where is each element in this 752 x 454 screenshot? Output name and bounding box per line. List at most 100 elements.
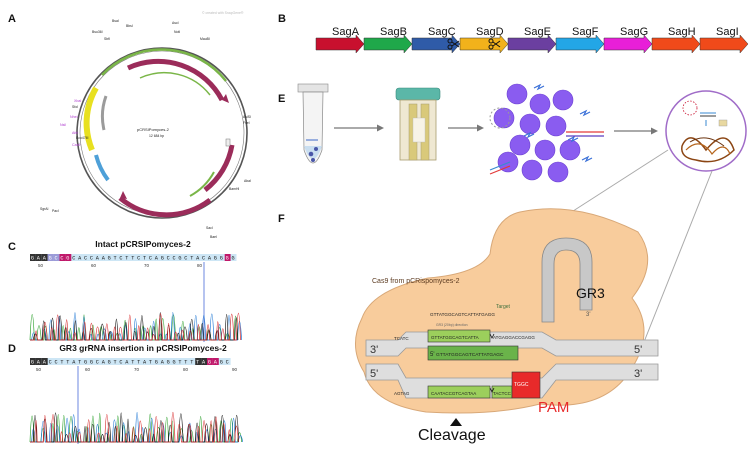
bottom-right-seq: TACTCC (493, 391, 512, 396)
tick-label: 60 (85, 367, 91, 372)
base-letter: C (149, 256, 152, 262)
base-highlight (207, 358, 213, 365)
base-letter: G (31, 360, 34, 366)
arrow-head-1 (377, 124, 384, 132)
base-letter: A (208, 256, 212, 262)
top-strand-block (427, 329, 491, 343)
plasmid-feature-label: Cas9 (72, 143, 80, 147)
base-letter: C (184, 256, 187, 262)
strand-bottom-right-label: 3' (634, 368, 642, 380)
cas9-label: Cas9 from pCRispomyces-2 (372, 278, 460, 285)
base-letter: A (102, 256, 106, 262)
trace-line (30, 412, 239, 443)
base-letter: A (96, 256, 100, 262)
panel-label-b: B (278, 13, 286, 25)
dna-strand-blue (489, 161, 511, 171)
base-letter: G (220, 256, 223, 262)
base-letter: T (60, 360, 63, 366)
base-letter: C (55, 256, 58, 262)
base-highlight (35, 254, 42, 261)
plasmid-feature-label: NotI (174, 30, 180, 34)
base-letter: C (173, 256, 176, 262)
plasmid-feature-label: PacI (52, 209, 59, 213)
pam-block (511, 371, 541, 399)
plasmid-feature-label: AscI (172, 21, 179, 25)
plasmid-feature-label: Eco47III (76, 136, 88, 140)
plasmid-feature-label: AsiSI (243, 115, 251, 119)
base-letter: C (90, 256, 93, 262)
gr3-label: GR3 (576, 285, 605, 301)
zoom-cell-icon (665, 90, 747, 172)
strand-bottom-left-label: 5' (370, 368, 378, 380)
base-letter: T (184, 360, 187, 366)
gene-label: SagH (668, 26, 696, 38)
base-letter: A (43, 256, 47, 262)
gene-label: SagG (620, 26, 648, 38)
base-letter: C (167, 256, 170, 262)
cell (559, 139, 581, 161)
strand-top-left-label: 3' (370, 344, 378, 356)
pam-bases: TGGC (514, 382, 529, 388)
panel-label-d: D (8, 343, 16, 355)
trace-d (29, 412, 244, 443)
snapgene-watermark: © created with SnapGene® (202, 11, 244, 15)
base-letter: C (84, 256, 87, 262)
base-letter: A (37, 360, 41, 366)
plasmid-map: © created with SnapGene® pCRSIPomyces-2 … (40, 11, 251, 239)
plasmid-feature-label: BaeI (210, 235, 217, 239)
base-letter: G (220, 360, 223, 366)
gene-arrow (459, 34, 509, 54)
guide-block (427, 345, 519, 361)
feature-arc-grey (100, 95, 108, 131)
feature-arc-blue (94, 154, 110, 182)
base-letter: A (43, 360, 47, 366)
base-letter: T (78, 360, 81, 366)
base-letter: T (131, 256, 134, 262)
cell (545, 115, 567, 137)
plasmid-backbone (76, 47, 248, 219)
gene-arrow (603, 34, 653, 54)
top-left-bases: TCATC (394, 336, 409, 341)
arrow-head-3 (651, 127, 658, 135)
top-pam-seq: ATGAGGACCGAGG (493, 335, 535, 340)
base-highlight (65, 254, 72, 261)
electric-bolt-icon (523, 131, 535, 139)
feature-arc-green-top (101, 48, 227, 82)
base-letter: G (90, 360, 93, 366)
tick-label: 50 (36, 367, 42, 372)
top-strand-seq: GTTATGGCAGTCATTA (431, 335, 479, 340)
cleavage-label: Cleavage (418, 427, 486, 444)
bottom-strand-seq: CAATACCGTCAGTAA (431, 391, 476, 396)
base-letter: A (161, 360, 165, 366)
plasmid-feature-label: MauBI (200, 37, 210, 41)
base-letter: C (55, 360, 58, 366)
electric-bolt-icon (567, 135, 579, 143)
feature-arc-green-inner (139, 71, 211, 96)
plasmid-ring-icon (489, 107, 511, 129)
base-highlight (30, 358, 36, 365)
base-highlight (47, 254, 54, 261)
electric-bolt-icon (581, 155, 593, 163)
cas9-diagram: Cas9 from pCRispomyces-2 GR3 3' Target G… (355, 149, 713, 444)
cell (506, 83, 528, 105)
plasmid-feature-label: SfoI (72, 105, 78, 109)
gene-label: SagC (428, 26, 456, 38)
target-seq: GTTATGGCAGTCATTATGAGG (430, 312, 495, 317)
scissors-icon-right (488, 38, 501, 50)
pam-label: PAM (538, 399, 569, 416)
gene-arrow (555, 34, 605, 54)
plasmid-feature-label: Bsu36I (92, 30, 103, 34)
chromatogram-c-title: Intact pCRSIPomyces-2 (95, 239, 191, 249)
trace-c (29, 312, 242, 341)
base-letter: C (119, 256, 122, 262)
base-letter: G (49, 256, 52, 262)
chromatogram-d-title: GR3 grRNA insertion in pCRSIPomyces-2 (59, 343, 227, 353)
plasmid-feature-label: BamHI (229, 187, 239, 191)
trace-line (30, 313, 241, 341)
base-highlight (224, 254, 231, 261)
base-letter: T (149, 360, 152, 366)
